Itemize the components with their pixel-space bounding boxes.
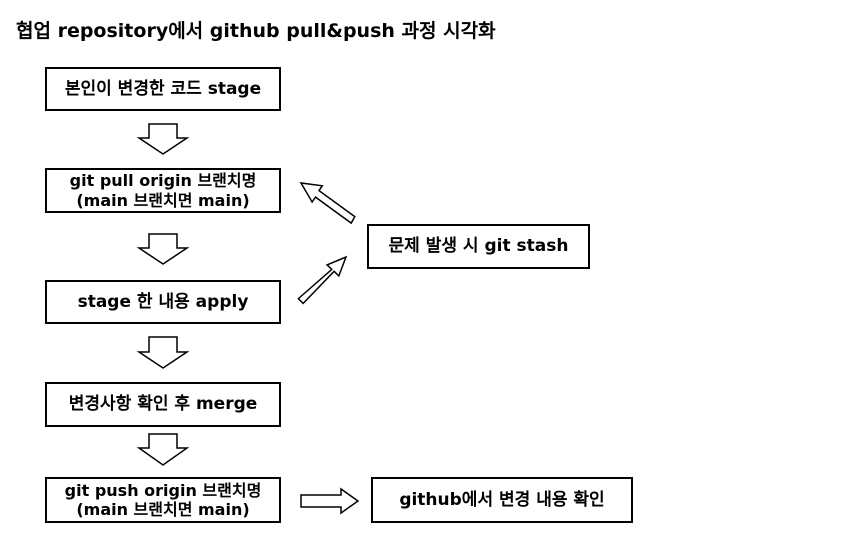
- step-apply-label: stage 한 내용 apply: [77, 291, 249, 312]
- github-check-box: github에서 변경 내용 확인: [371, 477, 633, 523]
- arrow-down-icon: [136, 233, 190, 265]
- step-stage-label: 본인이 변경한 코드 stage: [64, 78, 262, 99]
- step-pull-sublabel: (main 브랜치면 main): [76, 190, 250, 210]
- step-merge-box: 변경사항 확인 후 merge: [45, 382, 281, 427]
- arrow-up-left-icon: [299, 182, 356, 225]
- stash-box: 문제 발생 시 git stash: [367, 224, 590, 269]
- arrow-up-right-icon: [297, 255, 348, 305]
- arrow-right-icon: [300, 487, 360, 515]
- arrow-down-icon: [136, 433, 190, 466]
- arrow-down-icon: [136, 336, 190, 369]
- page-title: 협업 repository에서 github pull&push 과정 시각화: [16, 20, 496, 42]
- step-stage-box: 본인이 변경한 코드 stage: [45, 67, 281, 111]
- step-push-label: git push origin 브랜치명: [64, 480, 262, 500]
- step-push-box: git push origin 브랜치명 (main 브랜치면 main): [45, 477, 281, 523]
- step-pull-label: git pull origin 브랜치명: [69, 171, 257, 191]
- step-merge-label: 변경사항 확인 후 merge: [68, 394, 258, 415]
- stash-label: 문제 발생 시 git stash: [388, 236, 569, 257]
- github-check-label: github에서 변경 내용 확인: [399, 489, 605, 510]
- step-push-sublabel: (main 브랜치면 main): [76, 500, 250, 519]
- arrow-down-icon: [136, 123, 190, 155]
- step-apply-box: stage 한 내용 apply: [45, 280, 281, 324]
- step-pull-box: git pull origin 브랜치명 (main 브랜치면 main): [45, 168, 281, 213]
